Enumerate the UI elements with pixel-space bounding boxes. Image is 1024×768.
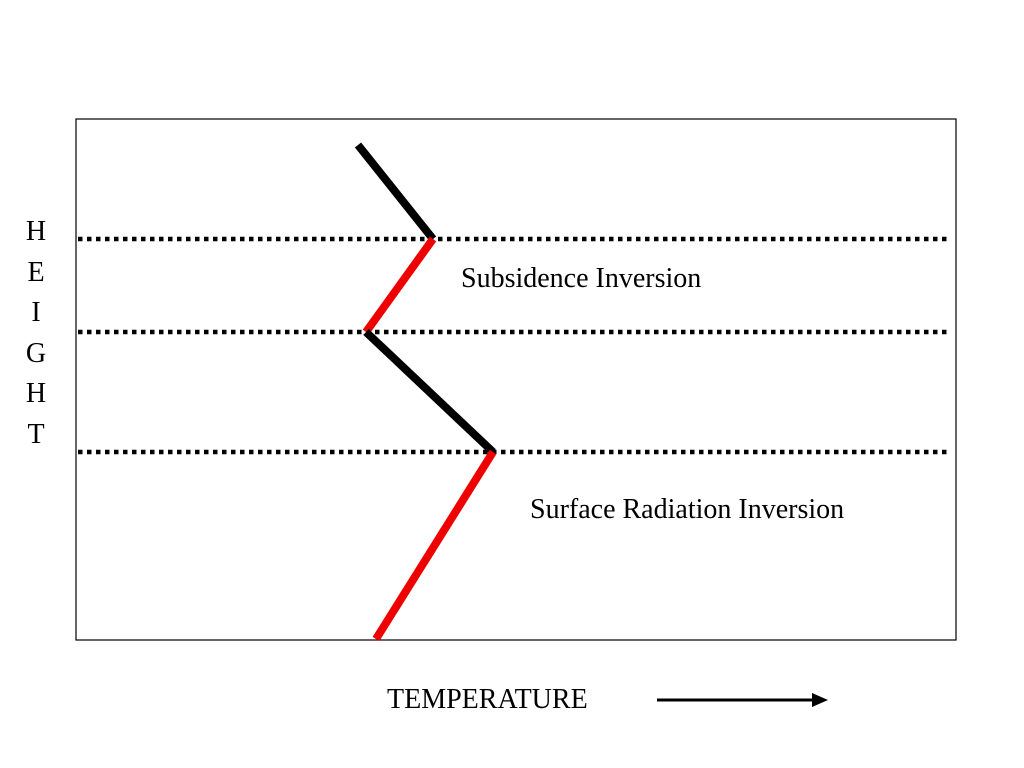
right-arrow-icon [657,693,828,707]
y-axis-letter: H [25,378,47,409]
x-axis-label: TEMPERATURE [387,684,588,715]
plot-frame [75,118,957,641]
y-axis-letter: I [31,297,41,328]
y-axis-letter: G [25,337,47,369]
middle-lapse-segment [363,329,496,455]
y-axis-letter: H [25,216,47,247]
upper-lapse-segment [354,142,437,242]
subsidence-inversion-label: Subsidence Inversion [461,263,702,294]
y-axis-letter: T [27,418,45,450]
surface-radiation-inversion-label: Surface Radiation Inversion [530,494,845,525]
subsidence-inversion-segment [362,236,437,335]
surface-inversion-segment [372,449,497,642]
y-axis-label: H E I G H T [20,212,52,455]
y-axis-letter: E [27,256,45,288]
